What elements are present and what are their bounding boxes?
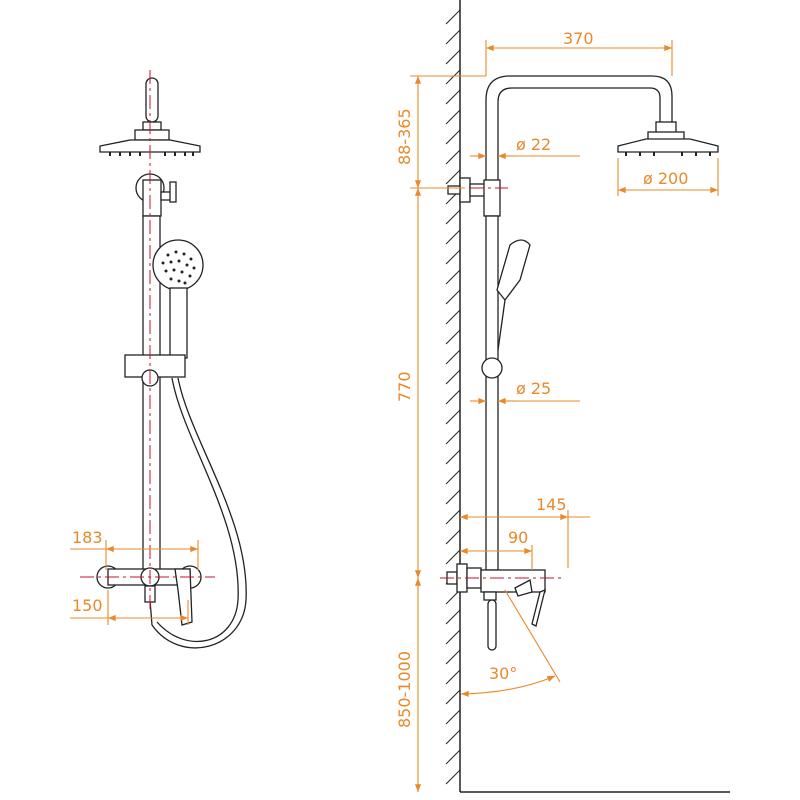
hatch-line (445, 749, 461, 765)
dim-lower-pipe-diameter: ø 25 (516, 379, 551, 398)
hatch-line (445, 489, 461, 505)
hatch-line (445, 29, 461, 45)
hatch-line (445, 669, 461, 685)
hand-shower-head (152, 239, 204, 291)
diverter (142, 179, 162, 217)
hatch-line (445, 249, 461, 265)
hatch-line (445, 649, 461, 665)
hatch-line (445, 469, 461, 485)
dim-mixer-body: 90 (508, 528, 528, 547)
hatch-line (445, 429, 461, 445)
wall-hatching (445, 9, 461, 785)
hatch-line (445, 329, 461, 345)
hatch-line (445, 709, 461, 725)
hatch-line (445, 389, 461, 405)
hatch-line (445, 9, 461, 25)
dim-rail-length: 770 (395, 371, 414, 402)
top-arm (145, 77, 159, 123)
hatch-line (445, 129, 461, 145)
dim-upper-pipe-diameter: ø 22 (516, 135, 551, 154)
hatch-line (445, 769, 461, 785)
hatch-line (445, 269, 461, 285)
hatch-line (445, 289, 461, 305)
hatch-line (445, 529, 461, 545)
dim-height-adjust: 88-365 (395, 108, 414, 165)
hatch-line (445, 169, 461, 185)
dim-mixer-depth: 145 (536, 495, 567, 514)
dim-lever-angle: 30° (489, 664, 517, 683)
hatch-line (445, 109, 461, 125)
dim-mixer-width: 183 (72, 528, 103, 547)
hatch-line (445, 49, 461, 65)
hatch-line (445, 369, 461, 385)
side-rain-head (617, 138, 719, 153)
hatch-line (445, 209, 461, 225)
hatch-line (445, 309, 461, 325)
hatch-line (445, 509, 461, 525)
hatch-line (445, 729, 461, 745)
hatch-line (445, 609, 461, 625)
side-mixer (446, 563, 546, 651)
dim-inlet-spacing: 150 (72, 596, 103, 615)
hatch-line (445, 229, 461, 245)
side-hand-shower (496, 239, 531, 302)
mixer-front (96, 565, 202, 626)
hatch-line (445, 549, 461, 565)
hatch-line (445, 449, 461, 465)
hose (149, 377, 247, 649)
wall-bracket (459, 177, 471, 203)
hatch-line (445, 89, 461, 105)
hand-shower-holes (161, 250, 196, 285)
rain-head-nozzles (109, 152, 194, 156)
hatch-line (445, 689, 461, 705)
hatch-line (445, 629, 461, 645)
dim-arm-reach: 370 (563, 29, 594, 48)
dim-mixer-height: 850-1000 (395, 651, 414, 728)
hand-shower-handle (169, 287, 188, 359)
shower-arm (485, 75, 673, 180)
hatch-line (445, 409, 461, 425)
hatch-line (445, 349, 461, 365)
side-view: 370 88-365 ø 22 ø 200 770 ø 25 145 90 30… (395, 0, 730, 793)
hatch-line (445, 149, 461, 165)
front-view: 183 150 (70, 70, 247, 649)
side-slider (481, 357, 503, 379)
dim-head-diameter: ø 200 (643, 169, 688, 188)
hatch-line (445, 69, 461, 85)
